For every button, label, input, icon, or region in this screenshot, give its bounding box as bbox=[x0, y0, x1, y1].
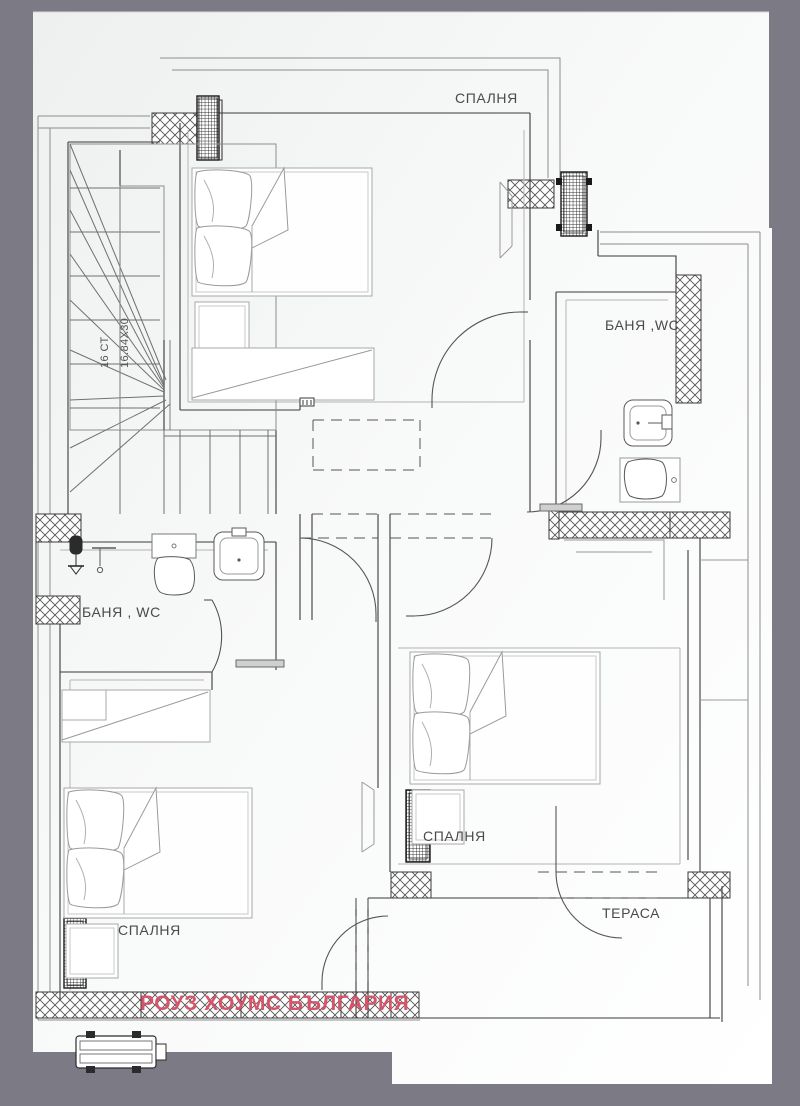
stair-annotations: 16 СТ 16.84X30 bbox=[99, 318, 131, 368]
label-bathroom-right: БАНЯ ,WC bbox=[605, 317, 679, 333]
reveal-bedroom-right bbox=[361, 781, 375, 853]
label-stair-count: 16 СТ bbox=[99, 336, 111, 368]
door-bedroom-top bbox=[431, 311, 528, 408]
toilet-right-bath bbox=[619, 457, 681, 503]
watermark-label: РОУЗ ХОУМС БЪЛГАРИЯ bbox=[140, 992, 409, 1015]
door-bedroom-bottom-left bbox=[321, 915, 389, 990]
bed-top bbox=[191, 166, 373, 297]
shower-left-bath bbox=[68, 535, 84, 575]
watermark: РОУЗ ХОУМС БЪЛГАРИЯ bbox=[140, 992, 409, 1015]
label-stair-dimension: 16.84X30 bbox=[119, 318, 131, 368]
room-labels: СПАЛНЯ БАНЯ ,WC БАНЯ , WC СПАЛНЯ СПАЛНЯ … bbox=[82, 90, 679, 938]
wardrobe-top bbox=[191, 347, 375, 401]
reveal-lines-right bbox=[564, 539, 748, 701]
window-top-right bbox=[556, 171, 592, 237]
label-terrace: ТЕРАСА bbox=[602, 905, 660, 921]
nightstand-bottom-left bbox=[65, 923, 119, 979]
door-bathroom-left bbox=[204, 599, 223, 673]
sink-right-bath bbox=[623, 399, 673, 447]
furniture-layer bbox=[61, 166, 748, 979]
sink-left-bath bbox=[213, 527, 265, 581]
window-bottom-exterior bbox=[75, 1031, 167, 1073]
reveal-top-right bbox=[499, 181, 513, 259]
label-bedroom-top: СПАЛНЯ bbox=[455, 90, 518, 106]
wardrobe-bottom-left bbox=[61, 689, 211, 743]
dashed-overlay-lines bbox=[300, 419, 660, 982]
label-bedroom-bottom-left: СПАЛНЯ bbox=[118, 922, 181, 938]
nightstand-right bbox=[411, 789, 465, 845]
wall-segments bbox=[35, 112, 731, 1019]
label-bedroom-right: СПАЛНЯ bbox=[423, 828, 486, 844]
toilet-left-bath bbox=[151, 533, 197, 596]
sill-accents bbox=[235, 397, 583, 668]
door-corridor-left bbox=[299, 537, 377, 622]
door-corridor-right bbox=[406, 537, 493, 617]
label-bathroom-left: БАНЯ , WC bbox=[82, 604, 161, 620]
bed-bottom-left bbox=[63, 786, 253, 919]
faucet-left-bath bbox=[92, 547, 116, 574]
plan-geometry: СПАЛНЯ БАНЯ ,WC БАНЯ , WC СПАЛНЯ СПАЛНЯ … bbox=[35, 57, 761, 1073]
door-terrace bbox=[555, 806, 623, 939]
bed-right bbox=[409, 650, 601, 785]
window-top-left bbox=[196, 95, 220, 161]
